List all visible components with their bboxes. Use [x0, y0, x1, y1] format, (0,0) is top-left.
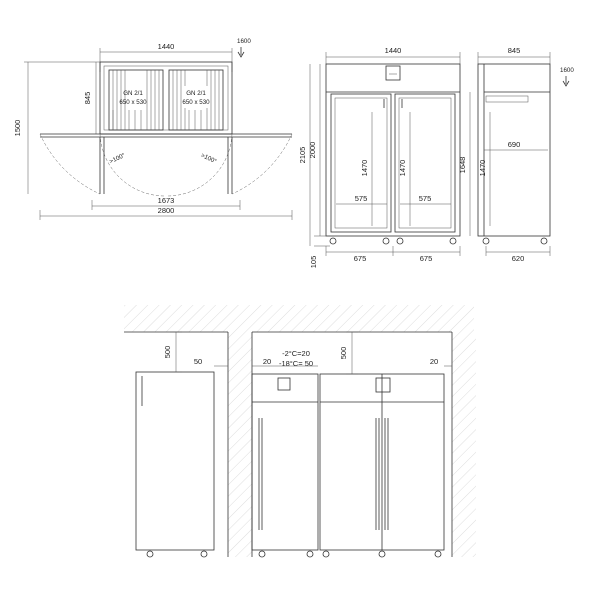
front-inner-width-right: 575 [419, 194, 432, 203]
shelf-right-size: 650 x 530 [182, 99, 210, 106]
install-cabinet-single [251, 373, 319, 551]
top-cabinet-outline [99, 61, 233, 135]
front-cabinet-outline [325, 63, 461, 237]
front-door-right [394, 93, 456, 233]
front-inner-height-right: 1470 [398, 160, 407, 177]
install-casters-double [322, 550, 442, 558]
door-swing-left-outer [39, 133, 101, 195]
side-airflow-label: 1600 [560, 67, 574, 74]
install-side-clearance-right: 20 [430, 357, 438, 366]
install-side-clearance-left: 50 [194, 357, 202, 366]
right-wall-hatch [452, 332, 476, 557]
door-swing-right-outer [231, 133, 293, 195]
front-door-left [330, 93, 392, 233]
angle-left-label: >100° [108, 152, 126, 166]
ceiling-wall-hatch [124, 305, 474, 332]
install-gap-left: 20 [263, 357, 271, 366]
front-total-height-label: 2105 [298, 147, 307, 164]
side-view: 845 1600 690 1470 1648 620 [458, 46, 574, 263]
front-inner-height-left: 1470 [360, 160, 369, 177]
top-view: 1440 1600 [13, 38, 293, 220]
top-airflow-label: 1600 [237, 38, 251, 45]
angle-right-label: >100° [200, 152, 218, 166]
shelf-grid-right [168, 69, 224, 131]
front-outer-width-right: 675 [420, 254, 433, 263]
middle-wall-hatch [228, 332, 252, 557]
airflow-arrow-icon [237, 47, 245, 58]
shelf-left-size: 650 x 530 [119, 99, 147, 106]
install-temp-line-1: -2°C=20 [282, 349, 310, 358]
front-width-label: 1440 [385, 46, 402, 55]
control-panel [385, 65, 401, 81]
side-inner-height-label: 1470 [478, 160, 487, 177]
side-airflow-arrow-icon [562, 76, 570, 87]
install-cabinet-side [135, 371, 215, 551]
front-feet-height-label: 105 [309, 256, 318, 269]
door-swing-left [99, 133, 166, 197]
front-view: 1440 1470 1470 575 575 2105 2000 105 [298, 46, 461, 269]
side-inner-depth-label: 690 [508, 140, 521, 149]
install-casters-single [258, 550, 314, 558]
front-outer-width-left: 675 [354, 254, 367, 263]
side-casters [482, 237, 548, 245]
installation-view: 500 50 20 -2°C=20 -18°C= 50 500 [124, 305, 476, 558]
side-depth-label: 845 [508, 46, 521, 55]
install-top-clearance-right: 500 [339, 347, 348, 360]
door-swing-right [166, 133, 233, 197]
front-body-height-label: 2000 [308, 142, 317, 159]
side-height-label: 1648 [458, 157, 467, 174]
shelf-right-label: GN 2/1 [186, 90, 206, 97]
top-total-depth-label: 1500 [13, 120, 22, 137]
top-swing-width-label: 2800 [158, 206, 175, 215]
top-open-width-label: 1673 [158, 196, 175, 205]
install-temp-line-2: -18°C= 50 [279, 359, 313, 368]
install-casters-left [146, 550, 208, 558]
top-width-label: 1440 [158, 42, 175, 51]
top-depth-label: 845 [83, 92, 92, 105]
side-cabinet-outline [477, 63, 551, 237]
front-inner-width-left: 575 [355, 194, 368, 203]
front-casters [329, 237, 457, 245]
install-top-clearance-left: 500 [163, 346, 172, 359]
shelf-grid-left [108, 69, 164, 131]
side-base-depth-label: 620 [512, 254, 525, 263]
shelf-left-label: GN 2/1 [123, 90, 143, 97]
